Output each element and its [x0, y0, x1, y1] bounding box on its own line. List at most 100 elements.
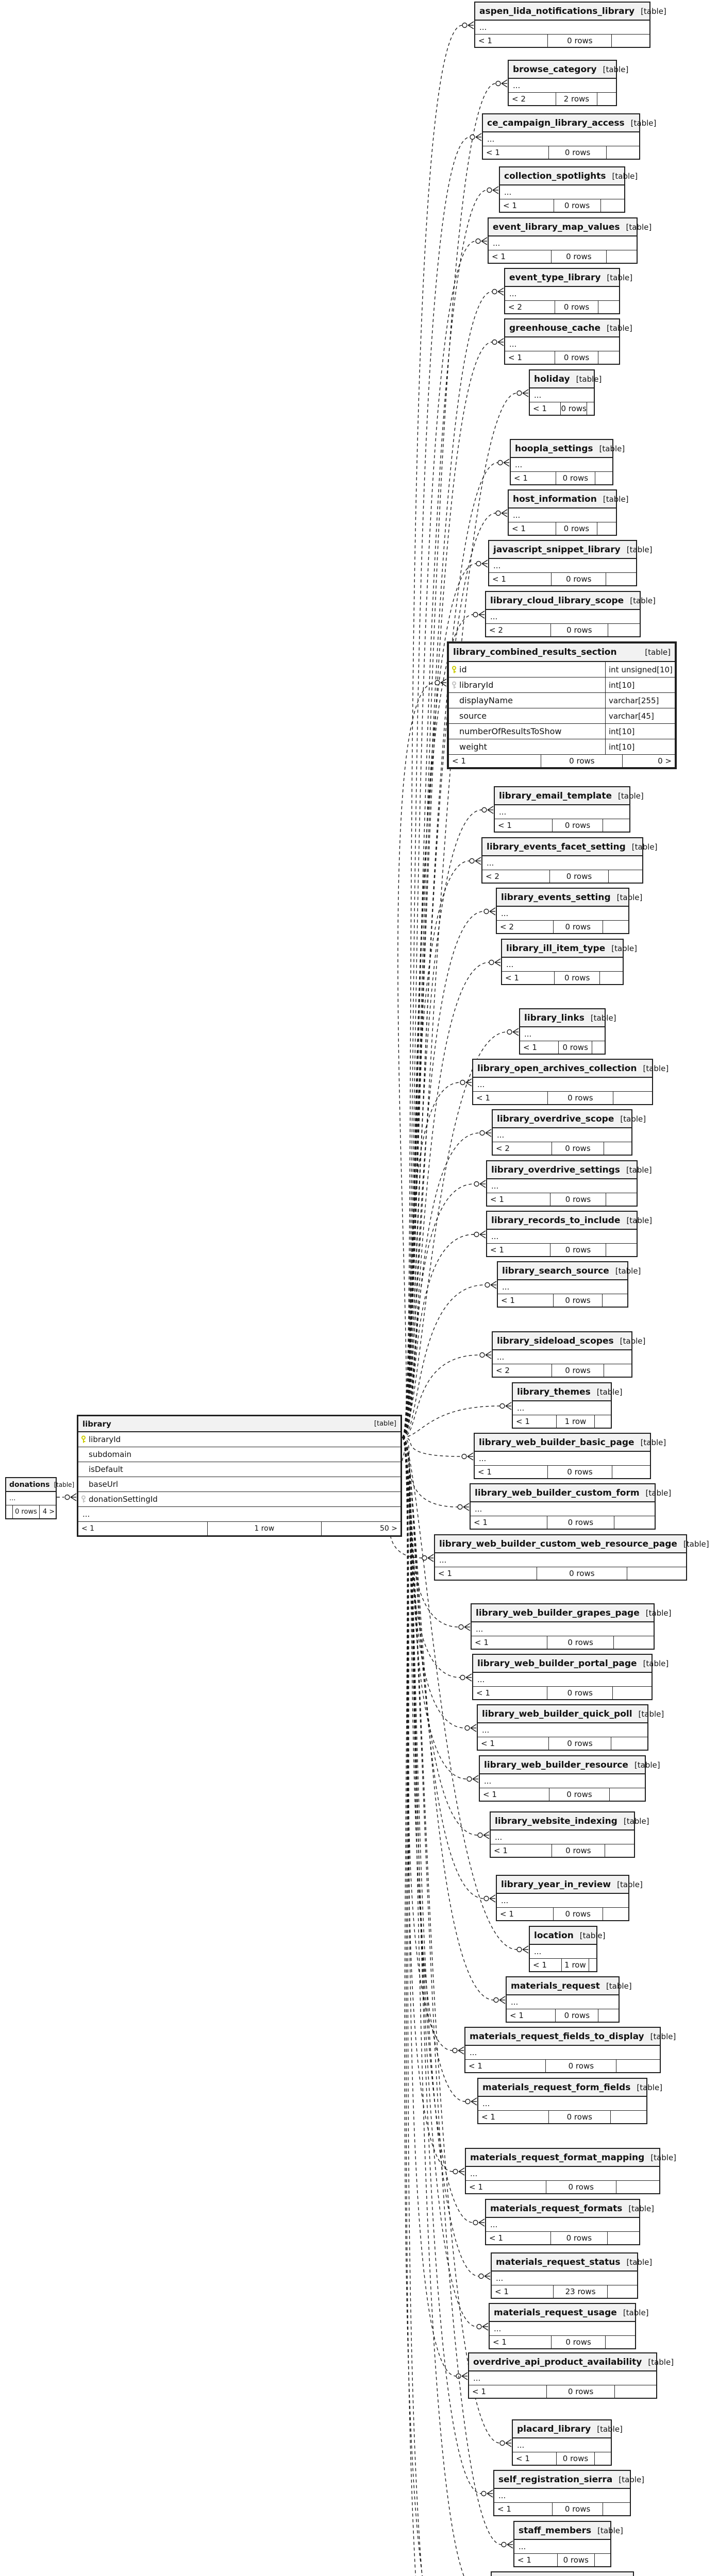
table-node-event_library_map_values[interactable]: event_library_map_values [table] ... < 1… [488, 217, 652, 264]
table-type-tag: [table] [626, 1215, 653, 1225]
table-node-staff_members[interactable]: staff_members [table] ... < 1 0 rows [513, 2521, 623, 2567]
table-node-library_website_indexing[interactable]: library_website_indexing [table] ... < 1… [490, 1811, 649, 1858]
table-node-donations[interactable]: donations [table] ... 0 rows 4 > [5, 1477, 74, 1519]
table-node-aspen_lida_notifications_library[interactable]: aspen_lida_notifications_library [table]… [474, 2, 666, 48]
table-node-library_themes[interactable]: library_themes [table] ... < 1 1 row [512, 1382, 622, 1429]
child-count [616, 2060, 660, 2072]
table-node-library_web_builder_basic_page[interactable]: library_web_builder_basic_page [table] .… [474, 1433, 666, 1479]
hidden-columns-ellipsis: ... [486, 2218, 639, 2232]
table-node-library_web_builder_quick_poll[interactable]: library_web_builder_quick_poll [table] .… [477, 1704, 664, 1751]
row-count: 0 rows [553, 199, 601, 212]
table-type-tag: [table] [576, 374, 602, 384]
table-node-system_message_library[interactable]: system_message_library [table] ... < 1 0… [491, 2571, 634, 2576]
table-node-greenhouse_cache[interactable]: greenhouse_cache [table] ... < 1 0 rows [504, 318, 632, 365]
table-node-event_type_library[interactable]: event_type_library [table] ... < 2 0 row… [504, 268, 632, 314]
table-node-library_web_builder_portal_page[interactable]: library_web_builder_portal_page [table] … [472, 1654, 669, 1700]
table-node-location[interactable]: location [table] ... < 1 1 row [529, 1926, 606, 1972]
table-node-library[interactable]: library [table] libraryId subdomain isDe… [77, 1415, 402, 1537]
column-row: numberOfResultsToShow int[10] [449, 724, 675, 739]
table-name: library_open_archives_collection [477, 1063, 637, 1074]
row-count: 0 rows [12, 1505, 40, 1518]
table-header: library_web_builder_custom_web_resource_… [435, 1535, 709, 1553]
table-header: materials_request_usage [table] [490, 2304, 649, 2322]
table-node-library_events_facet_setting[interactable]: library_events_facet_setting [table] ...… [481, 837, 657, 884]
table-node-library_web_builder_custom_web_resource_page[interactable]: library_web_builder_custom_web_resource_… [434, 1534, 709, 1581]
table-header: event_library_map_values [table] [489, 218, 652, 236]
table-header: library_themes [table] [513, 1383, 622, 1401]
child-count [595, 1415, 611, 1428]
table-footer: < 1 0 rows [502, 972, 623, 984]
table-type-tag: [table] [579, 1930, 606, 1940]
table-name: library_web_builder_custom_web_resource_… [439, 1538, 677, 1549]
table-node-self_registration_sierra[interactable]: self_registration_sierra [table] ... < 1… [493, 2470, 644, 2516]
row-count: 0 rows [547, 35, 612, 47]
table-node-javascript_snippet_library[interactable]: javascript_snippet_library [table] ... <… [488, 540, 652, 586]
table-node-collection_spotlights[interactable]: collection_spotlights [table] ... < 1 0 … [499, 166, 638, 213]
table-node-placard_library[interactable]: placard_library [table] ... < 1 0 rows [512, 2419, 623, 2466]
row-count: 0 rows [552, 2503, 604, 2515]
table-node-materials_request_fields_to_display[interactable]: materials_request_fields_to_display [tab… [464, 2027, 676, 2073]
table-node-hoopla_settings[interactable]: hoopla_settings [table] ... < 1 0 rows [510, 439, 625, 485]
parent-count: < 1 [516, 2454, 530, 2463]
table-node-library_year_in_review[interactable]: library_year_in_review [table] ... < 1 0… [496, 1875, 643, 1921]
hidden-columns-ellipsis: ... [478, 1723, 647, 1737]
parent-count: < 1 [474, 1518, 488, 1527]
table-type-tag: [table] [597, 2424, 623, 2434]
table-node-library_overdrive_scope[interactable]: library_overdrive_scope [table] ... < 2 … [492, 1109, 646, 1156]
parent-count: < 1 [533, 404, 547, 413]
key-icon-slot [449, 693, 459, 708]
table-node-materials_request_formats[interactable]: materials_request_formats [table] ... < … [485, 2199, 654, 2245]
table-node-materials_request_status[interactable]: materials_request_status [table] ... < 1… [491, 2252, 652, 2299]
table-node-ce_campaign_library_access[interactable]: ce_campaign_library_access [table] ... <… [482, 113, 656, 160]
table-name: library_ill_item_type [506, 943, 606, 954]
table-node-materials_request_form_fields[interactable]: materials_request_form_fields [table] ..… [477, 2078, 662, 2124]
table-node-library_overdrive_settings[interactable]: library_overdrive_settings [table] ... <… [486, 1160, 652, 1207]
child-count [600, 972, 623, 984]
table-node-library_sideload_scopes[interactable]: library_sideload_scopes [table] ... < 2 … [492, 1331, 645, 1378]
table-node-materials_request[interactable]: materials_request [table] ... < 1 0 rows [506, 1976, 632, 2023]
table-node-holiday[interactable]: holiday [table] ... < 1 0 rows [529, 369, 602, 416]
child-count [595, 2452, 611, 2465]
table-node-library_web_builder_grapes_page[interactable]: library_web_builder_grapes_page [table] … [471, 1603, 671, 1650]
row-count: 0 rows [541, 755, 623, 767]
table-name: library_year_in_review [501, 1879, 611, 1890]
table-header: materials_request_format_mapping [table] [466, 2149, 676, 2167]
table-name: materials_request_formats [490, 2203, 623, 2214]
table-name: materials_request_form_fields [482, 2082, 631, 2093]
table-node-browse_category[interactable]: browse_category [table] ... < 2 2 rows [508, 60, 628, 106]
table-header: ce_campaign_library_access [table] [483, 114, 656, 132]
table-node-library_search_source[interactable]: library_search_source [table] ... < 1 0 … [497, 1261, 641, 1308]
table-header: library_web_builder_quick_poll [table] [478, 1705, 664, 1723]
table-node-library_email_template[interactable]: library_email_template [table] ... < 1 0… [494, 786, 644, 833]
table-header: collection_spotlights [table] [500, 167, 638, 185]
table-node-library_cloud_library_scope[interactable]: library_cloud_library_scope [table] ... … [485, 591, 656, 637]
hidden-columns-ellipsis: ... [505, 287, 619, 301]
table-node-overdrive_api_product_availability[interactable]: overdrive_api_product_availability [tabl… [468, 2352, 674, 2399]
row-count: 0 rows [558, 1041, 593, 1054]
table-node-library_web_builder_resource[interactable]: library_web_builder_resource [table] ...… [479, 1755, 660, 1802]
table-type-tag: [table] [623, 1816, 649, 1826]
hidden-columns-ellipsis: ... [493, 1350, 631, 1364]
table-node-library_web_builder_custom_form[interactable]: library_web_builder_custom_form [table] … [470, 1483, 671, 1530]
column-type: int[10] [605, 677, 675, 692]
table-header: library_overdrive_scope [table] [493, 1110, 646, 1128]
table-header: aspen_lida_notifications_library [table] [475, 3, 666, 21]
row-count: 0 rows [551, 1844, 606, 1857]
table-node-library_open_archives_collection[interactable]: library_open_archives_collection [table]… [472, 1059, 669, 1105]
child-count [598, 2009, 619, 2022]
table-node-materials_request_format_mapping[interactable]: materials_request_format_mapping [table]… [465, 2148, 676, 2194]
table-node-library_combined_results_section[interactable]: library_combined_results_section [table]… [447, 641, 677, 769]
table-node-library_ill_item_type[interactable]: library_ill_item_type [table] ... < 1 0 … [501, 939, 637, 985]
hidden-columns-ellipsis: ... [486, 610, 640, 624]
column-type: varchar[255] [605, 693, 675, 708]
table-node-library_events_setting[interactable]: library_events_setting [table] ... < 2 0… [496, 888, 642, 934]
table-node-materials_request_usage[interactable]: materials_request_usage [table] ... < 1 … [489, 2303, 649, 2349]
table-name: materials_request_status [496, 2257, 621, 2267]
table-type-tag: [table] [617, 1879, 643, 1889]
parent-count: < 1 [490, 1195, 504, 1204]
table-type-tag: [table] [619, 2475, 645, 2484]
table-node-library_links[interactable]: library_links [table] ... < 1 0 rows [519, 1008, 616, 1055]
table-node-host_information[interactable]: host_information [table] ... < 1 0 rows [508, 489, 629, 536]
child-count [612, 1466, 650, 1478]
table-node-library_records_to_include[interactable]: library_records_to_include [table] ... <… [486, 1211, 652, 1257]
